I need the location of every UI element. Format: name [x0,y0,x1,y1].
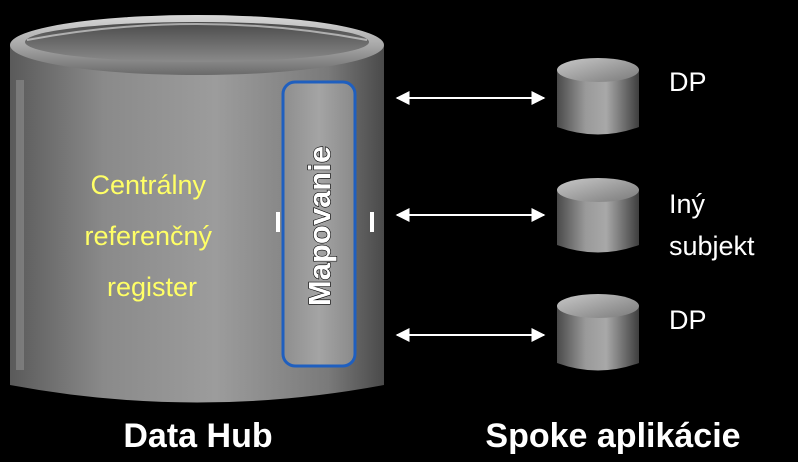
mapping-tick-left [276,212,280,232]
spoke-cylinder-2 [557,178,639,253]
hub-label-line: register [107,272,197,302]
spoke-cylinder-1 [557,58,639,135]
spoke-cylinder-3 [557,294,639,371]
mapping-box: Mapovanie [276,80,374,368]
spoke-label-line: DP [669,305,707,335]
hub-label-line: referenčný [84,221,212,251]
spoke-label-line: Iný [669,189,706,219]
spokes-caption: Spoke aplikácie [485,417,740,455]
spoke-label-line: subjekt [669,231,755,261]
hub-caption: Data Hub [123,417,272,455]
spoke-label-2: Iný subjekt [669,189,755,261]
spoke-label-line: DP [669,67,707,97]
spoke-label-1: DP [669,67,707,97]
connection-arrows [395,91,546,342]
spoke-label-3: DP [669,305,707,335]
hub-label: Centrálny referenčný register [84,170,219,302]
mapping-label: Mapovanie [302,146,337,306]
hub-label-line: Centrálny [90,170,206,200]
mapping-tick-right [370,212,374,232]
